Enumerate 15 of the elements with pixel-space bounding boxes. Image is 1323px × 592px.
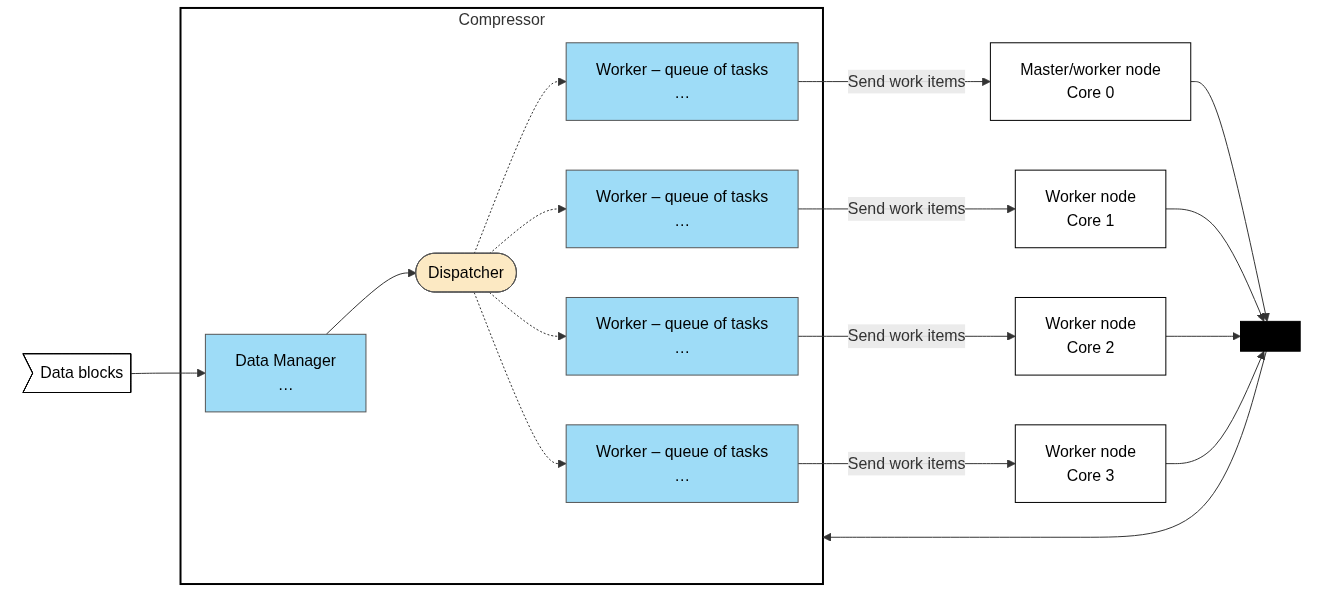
edge-label: Send work items — [847, 327, 966, 345]
node-box: Data Manager … — [204, 333, 367, 413]
node-box: Worker – queue of tasks … — [565, 42, 799, 121]
node-box: Worker – queue of tasks … — [565, 424, 799, 503]
node-box: Worker node Core 3 — [1014, 424, 1167, 503]
edge-label: Send work items — [847, 199, 966, 217]
node-box: Worker node Core 2 — [1014, 297, 1167, 376]
edge-label: Send work items — [847, 454, 966, 472]
node-box: Worker – queue of tasks … — [565, 169, 799, 249]
node-bar — [1239, 320, 1301, 352]
node-box: Worker – queue of tasks … — [565, 297, 799, 376]
node-box: Master/worker node Core 0 — [989, 42, 1192, 121]
arrow — [1165, 350, 1265, 465]
edge-label: Send work items — [847, 72, 966, 90]
node-box: Worker node Core 1 — [1014, 169, 1167, 249]
